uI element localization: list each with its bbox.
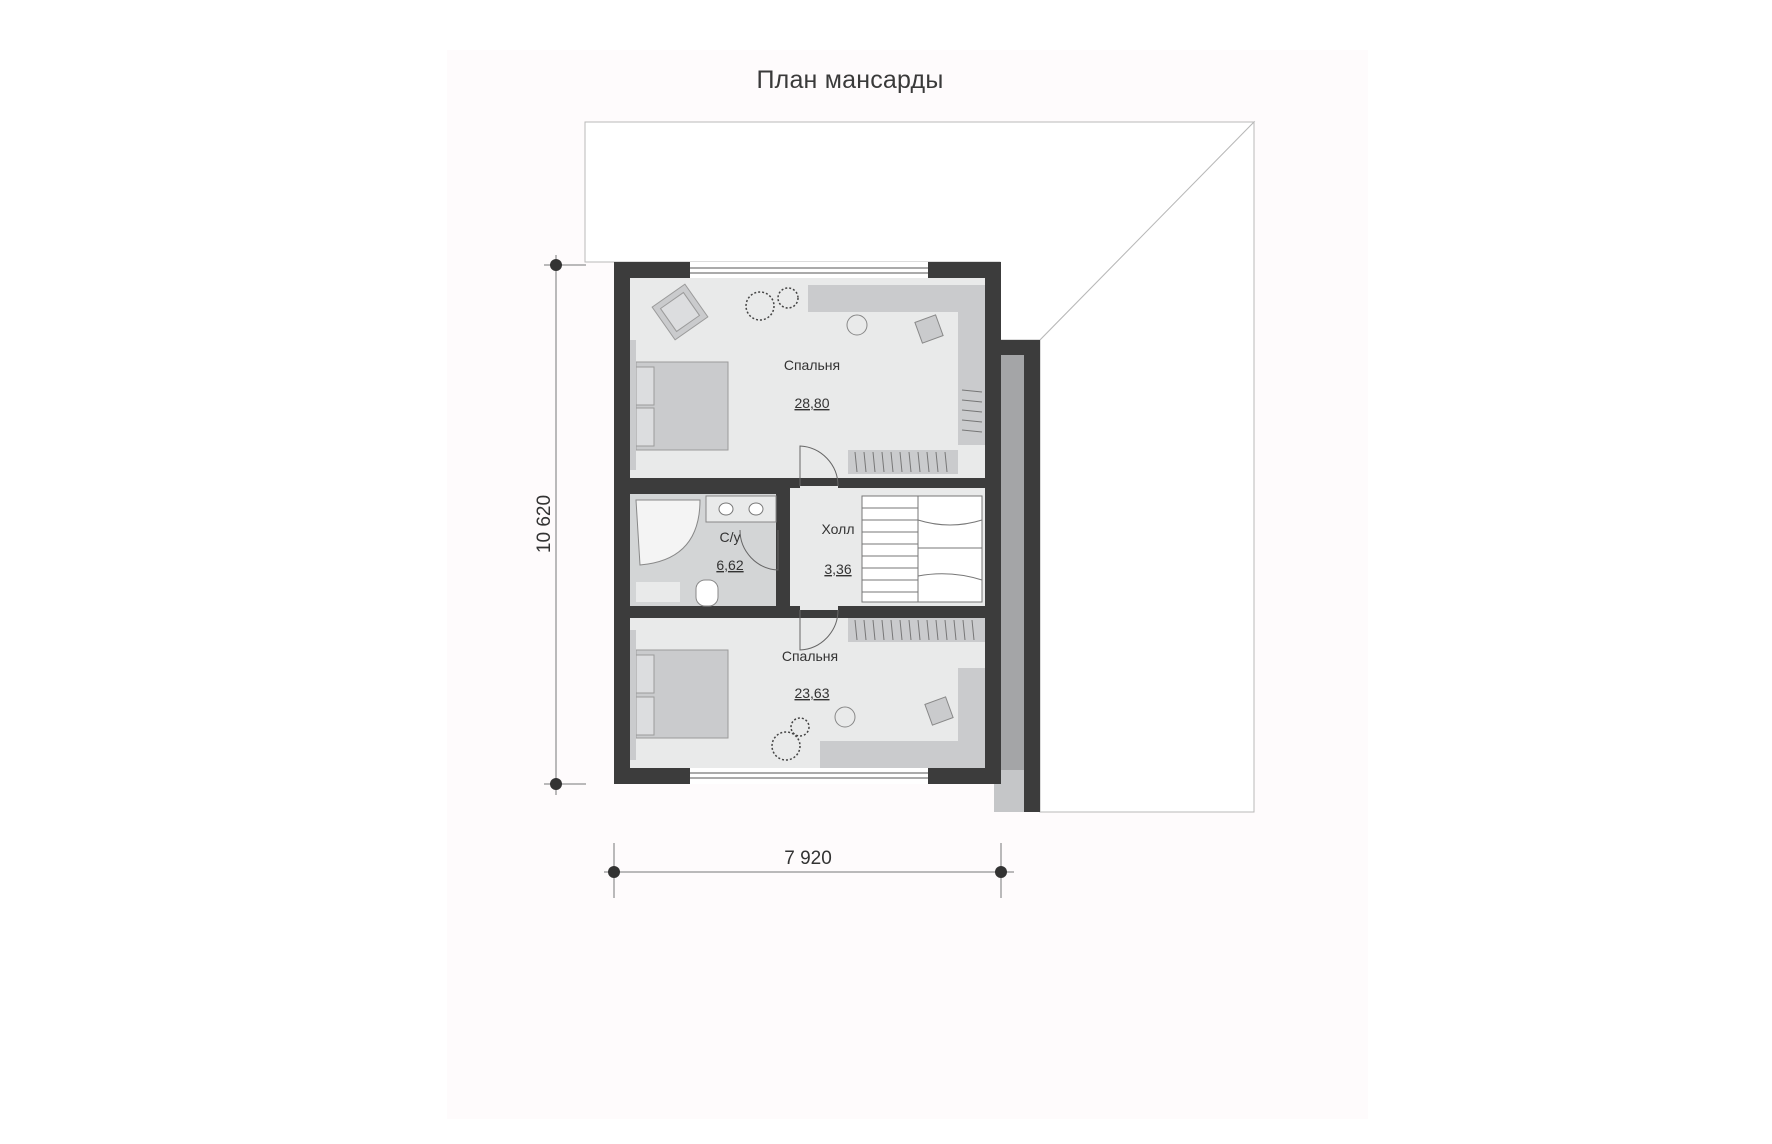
wardrobe-2	[848, 618, 985, 642]
room-area-bathroom: 6,62	[716, 557, 743, 573]
window-bottom	[690, 768, 928, 784]
room-name-bathroom: С/у	[720, 529, 741, 545]
dimension-width: 7 920	[604, 843, 1014, 898]
interior-wall-v1	[776, 486, 790, 618]
dimension-height: 10 620	[534, 255, 586, 795]
room-name-bedroom-1: Спальня	[784, 357, 840, 373]
plant-1	[745, 287, 799, 321]
chair-1	[914, 314, 944, 344]
armchair-1	[651, 283, 709, 341]
bathtub	[635, 499, 701, 566]
door-bedroom-1	[799, 445, 839, 487]
dimension-width-label: 7 920	[784, 848, 832, 869]
stool-1	[846, 314, 868, 336]
plan-title: План мансарды	[756, 66, 944, 94]
room-area-hall: 3,36	[824, 561, 851, 577]
vanity	[705, 495, 777, 523]
room-area-bedroom-2: 23,63	[794, 685, 829, 701]
interior-wall-h4	[838, 606, 985, 618]
room-name-bedroom-2: Спальня	[782, 648, 838, 664]
interior-wall-h2	[838, 478, 985, 488]
window-top	[690, 262, 928, 278]
room-area-bedroom-1: 28,80	[794, 395, 829, 411]
staircase	[861, 495, 983, 603]
plant-2	[771, 717, 810, 761]
chair-2	[924, 696, 954, 726]
interior-wall-h3	[630, 606, 800, 618]
desk-1	[808, 285, 985, 312]
dimension-height-label: 10 620	[534, 495, 555, 553]
room-name-hall: Холл	[822, 521, 855, 537]
wardrobe-1	[848, 450, 958, 474]
stool-2	[834, 706, 856, 728]
interior-wall-h1	[630, 478, 800, 488]
door-bedroom-2	[799, 609, 839, 651]
desk-2	[820, 741, 985, 768]
door-bathroom	[739, 529, 779, 571]
toilet	[695, 579, 719, 607]
